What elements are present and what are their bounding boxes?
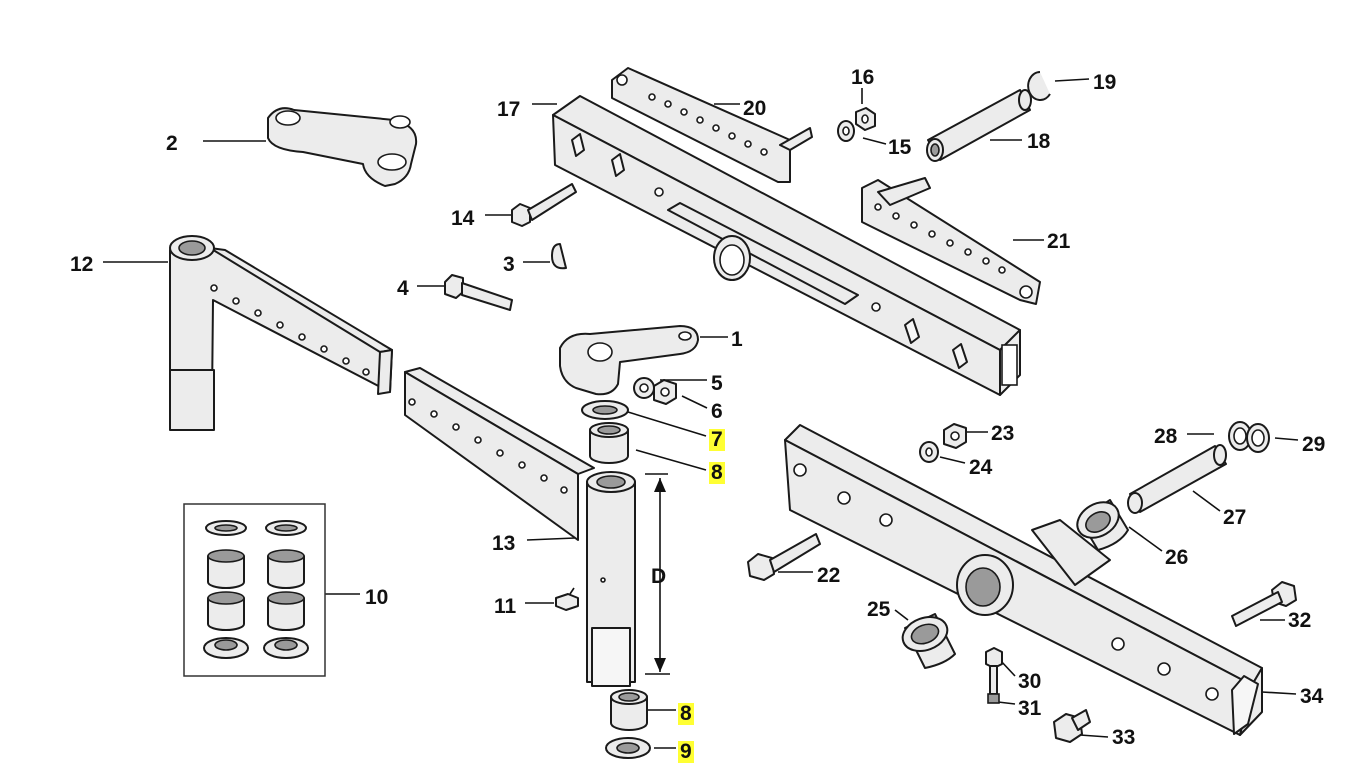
bolt-30-31	[985, 647, 1003, 704]
washer-9	[605, 737, 651, 759]
washer-28	[1228, 421, 1252, 451]
callout-c22: 22	[817, 564, 841, 587]
bushing-kit-10	[183, 503, 326, 677]
callout-c12: 12	[70, 253, 94, 276]
key-3	[551, 243, 567, 270]
callout-c7: 7	[709, 428, 725, 451]
bolt-4	[444, 274, 513, 311]
callout-c3: 3	[503, 253, 515, 276]
callout-c33: 33	[1112, 726, 1136, 749]
frame-beam-upper	[552, 95, 1021, 396]
washer-15	[837, 120, 855, 142]
callout-c34: 34	[1300, 685, 1324, 708]
thrust-washer-7	[581, 400, 629, 420]
callout-c23: 23	[991, 422, 1015, 445]
nut-16	[855, 107, 876, 131]
callout-c17: 17	[497, 98, 521, 121]
callout-c30: 30	[1018, 670, 1042, 693]
washer-5	[633, 377, 655, 399]
bushing-8-lower	[610, 689, 648, 731]
callout-c25: 25	[867, 598, 891, 621]
pin-27	[1127, 444, 1227, 514]
callout-c16: 16	[851, 66, 875, 89]
callout-c4: 4	[397, 277, 409, 300]
callout-c8a: 8	[709, 461, 725, 484]
callout-c11: 11	[494, 595, 517, 618]
callout-c27: 27	[1223, 506, 1247, 529]
callout-c20: 20	[743, 97, 767, 120]
kingpin-arm-13	[404, 367, 636, 687]
bracket-21	[861, 177, 1041, 305]
circlip-29	[1246, 423, 1270, 453]
bushing-8-upper	[589, 422, 629, 464]
callout-c8b: 8	[678, 702, 694, 725]
washer-24	[919, 441, 939, 463]
bolt-14	[511, 183, 577, 227]
callout-c2: 2	[166, 132, 178, 155]
callout-c6: 6	[711, 400, 723, 423]
callout-c1: 1	[731, 328, 743, 351]
leader-lines	[103, 78, 1299, 749]
bolt-22	[747, 533, 821, 581]
bracket-20	[611, 67, 813, 183]
callout-c18: 18	[1027, 130, 1051, 153]
dimension-label: D	[651, 565, 667, 588]
callout-c19: 19	[1093, 71, 1117, 94]
nut-6	[653, 379, 677, 405]
callout-c29: 29	[1302, 433, 1326, 456]
circlip-19	[1027, 71, 1051, 101]
axle-beam-34	[784, 424, 1263, 736]
bushing-26	[1076, 499, 1129, 551]
callout-c24: 24	[969, 456, 993, 479]
kingpin-arm-12	[169, 235, 393, 431]
grease-nipple-11	[555, 587, 579, 611]
callout-c15: 15	[888, 136, 912, 159]
callout-c5: 5	[711, 372, 723, 395]
callout-c31: 31	[1018, 697, 1042, 720]
callout-c32: 32	[1288, 609, 1312, 632]
bolt-32	[1231, 581, 1297, 627]
bushing-25	[901, 613, 956, 669]
callout-c21: 21	[1047, 230, 1071, 253]
steering-arm-1	[559, 325, 699, 396]
callout-c10: 10	[365, 586, 389, 609]
link-arm-2	[267, 107, 418, 187]
callout-c13: 13	[492, 532, 516, 555]
callout-c14: 14	[451, 207, 475, 230]
callout-c9: 9	[678, 740, 694, 763]
callout-c28: 28	[1154, 425, 1178, 448]
callout-c26: 26	[1165, 546, 1189, 569]
nut-23	[943, 423, 967, 449]
plug-33	[1053, 709, 1091, 743]
pin-18	[926, 89, 1032, 162]
dimension-D	[645, 473, 670, 675]
